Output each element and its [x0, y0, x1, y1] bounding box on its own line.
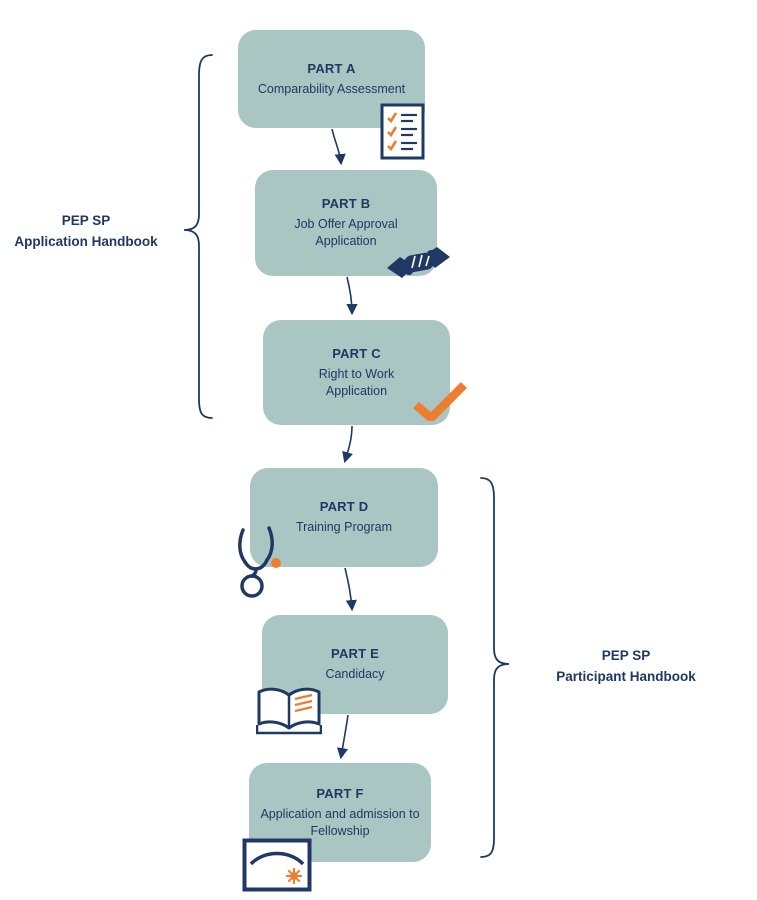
part-b-subtitle: Job Offer Approval Application [294, 217, 398, 248]
stethoscope-icon [238, 526, 281, 598]
part-a-box: PART A Comparability Assessment [238, 30, 425, 128]
open-book-icon [256, 687, 322, 735]
right-brace [480, 477, 510, 858]
checkmark-icon [413, 382, 467, 421]
arrow-e-to-f [336, 714, 349, 760]
part-d-title: PART D [319, 499, 369, 515]
part-d-subtitle: Training Program [295, 520, 393, 535]
right-brace-label-line1: PEP SP [601, 648, 651, 663]
part-a-title: PART A [307, 60, 356, 76]
right-brace-label: PEP SP Participant Handbook [540, 646, 712, 688]
left-brace-label: PEP SP Application Handbook [0, 211, 172, 253]
checklist-icon [380, 103, 425, 160]
handshake-icon [387, 247, 450, 278]
part-c-box: PART C Right to Work Application [263, 320, 450, 425]
part-a-subtitle: Comparability Assessment [257, 81, 406, 96]
arrow-d-to-e [344, 567, 357, 612]
part-c-subtitle: Right to Work Application [318, 366, 395, 398]
arrow-c-to-d [342, 425, 353, 464]
arrow-a-to-b [331, 128, 346, 166]
arrow-b-to-c [346, 276, 358, 316]
left-brace-label-line1: PEP SP [61, 213, 111, 228]
part-e-subtitle: Candidacy [325, 667, 385, 682]
part-f-box: PART F Application and admission to Fell… [249, 763, 431, 862]
right-brace-label-line2: Participant Handbook [556, 668, 696, 684]
left-brace [183, 54, 213, 419]
part-b-title: PART B [321, 196, 371, 212]
part-f-title: PART F [316, 785, 364, 801]
part-d-box: PART D Training Program [250, 468, 438, 567]
part-c-title: PART C [332, 345, 381, 361]
certificate-icon [242, 838, 312, 892]
part-e-title: PART E [331, 646, 379, 662]
left-brace-label-line2: Application Handbook [14, 233, 158, 249]
part-f-subtitle: Application and admission to Fellowship [260, 806, 420, 838]
